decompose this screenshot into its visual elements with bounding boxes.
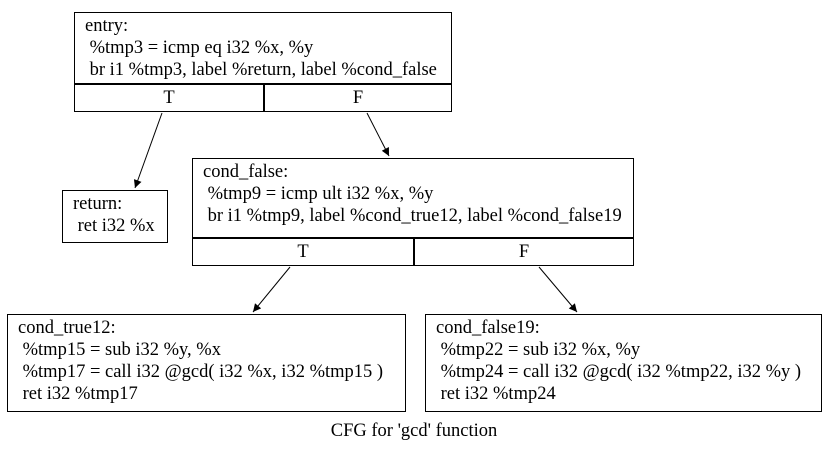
node-cond-false-ports: T F	[193, 237, 633, 265]
node-entry-instruction: br i1 %tmp3, label %return, label %cond_…	[85, 60, 437, 80]
node-entry: entry: %tmp3 = icmp eq i32 %x, %y br i1 …	[74, 12, 452, 112]
node-entry-port-true: T	[163, 87, 175, 108]
node-cond-false-port-false: F	[413, 239, 633, 265]
node-return-title: return:	[73, 194, 123, 214]
node-cond-true12-instruction: ret i32 %tmp17	[18, 384, 138, 404]
node-cond-false19-title: cond_false19:	[436, 318, 540, 338]
node-cond-false19: cond_false19: %tmp22 = sub i32 %x, %y %t…	[425, 314, 822, 412]
node-cond-false19-body: cond_false19: %tmp22 = sub i32 %x, %y %t…	[426, 315, 821, 411]
node-cond-false19-instruction: %tmp24 = call i32 @gcd( i32 %tmp22, i32 …	[436, 362, 802, 382]
edge-cond-false-true-cond-true12	[252, 266, 291, 313]
node-cond-true12-instruction: %tmp15 = sub i32 %y, %x	[18, 340, 221, 360]
node-entry-ports: T F	[75, 83, 451, 111]
node-entry-body: entry: %tmp3 = icmp eq i32 %x, %y br i1 …	[75, 13, 451, 83]
node-cond-false-instruction: %tmp9 = icmp ult i32 %x, %y	[203, 184, 434, 204]
edge-entry-true-return	[133, 112, 163, 189]
node-cond-true12-title: cond_true12:	[18, 318, 116, 338]
node-cond-false: cond_false: %tmp9 = icmp ult i32 %x, %y …	[192, 158, 634, 266]
node-return-body: return: ret i32 %x	[63, 191, 167, 242]
node-cond-true12-instruction: %tmp17 = call i32 @gcd( i32 %x, i32 %tmp…	[18, 362, 384, 382]
node-cond-false19-instruction: %tmp22 = sub i32 %x, %y	[436, 340, 641, 360]
edge-cond-false-false-cond-false19	[538, 266, 578, 313]
node-entry-title: entry:	[85, 16, 129, 36]
node-return: return: ret i32 %x	[62, 190, 168, 243]
edge-entry-false-cond-false	[366, 112, 390, 157]
node-cond-false19-instruction: ret i32 %tmp24	[436, 384, 556, 404]
node-cond-true12-body: cond_true12: %tmp15 = sub i32 %y, %x %tm…	[8, 315, 405, 411]
node-cond-false-port-true: T	[297, 241, 309, 262]
node-cond-false-title: cond_false:	[203, 162, 289, 182]
graph-caption: CFG for 'gcd' function	[330, 421, 498, 441]
node-cond-true12: cond_true12: %tmp15 = sub i32 %y, %x %tm…	[7, 314, 406, 412]
node-entry-instruction: %tmp3 = icmp eq i32 %x, %y	[85, 38, 314, 58]
node-entry-port-false: F	[263, 85, 451, 111]
node-cond-false-instruction: br i1 %tmp9, label %cond_true12, label %…	[203, 206, 622, 226]
node-cond-false-body: cond_false: %tmp9 = icmp ult i32 %x, %y …	[193, 159, 633, 237]
node-return-instruction: ret i32 %x	[73, 216, 155, 236]
